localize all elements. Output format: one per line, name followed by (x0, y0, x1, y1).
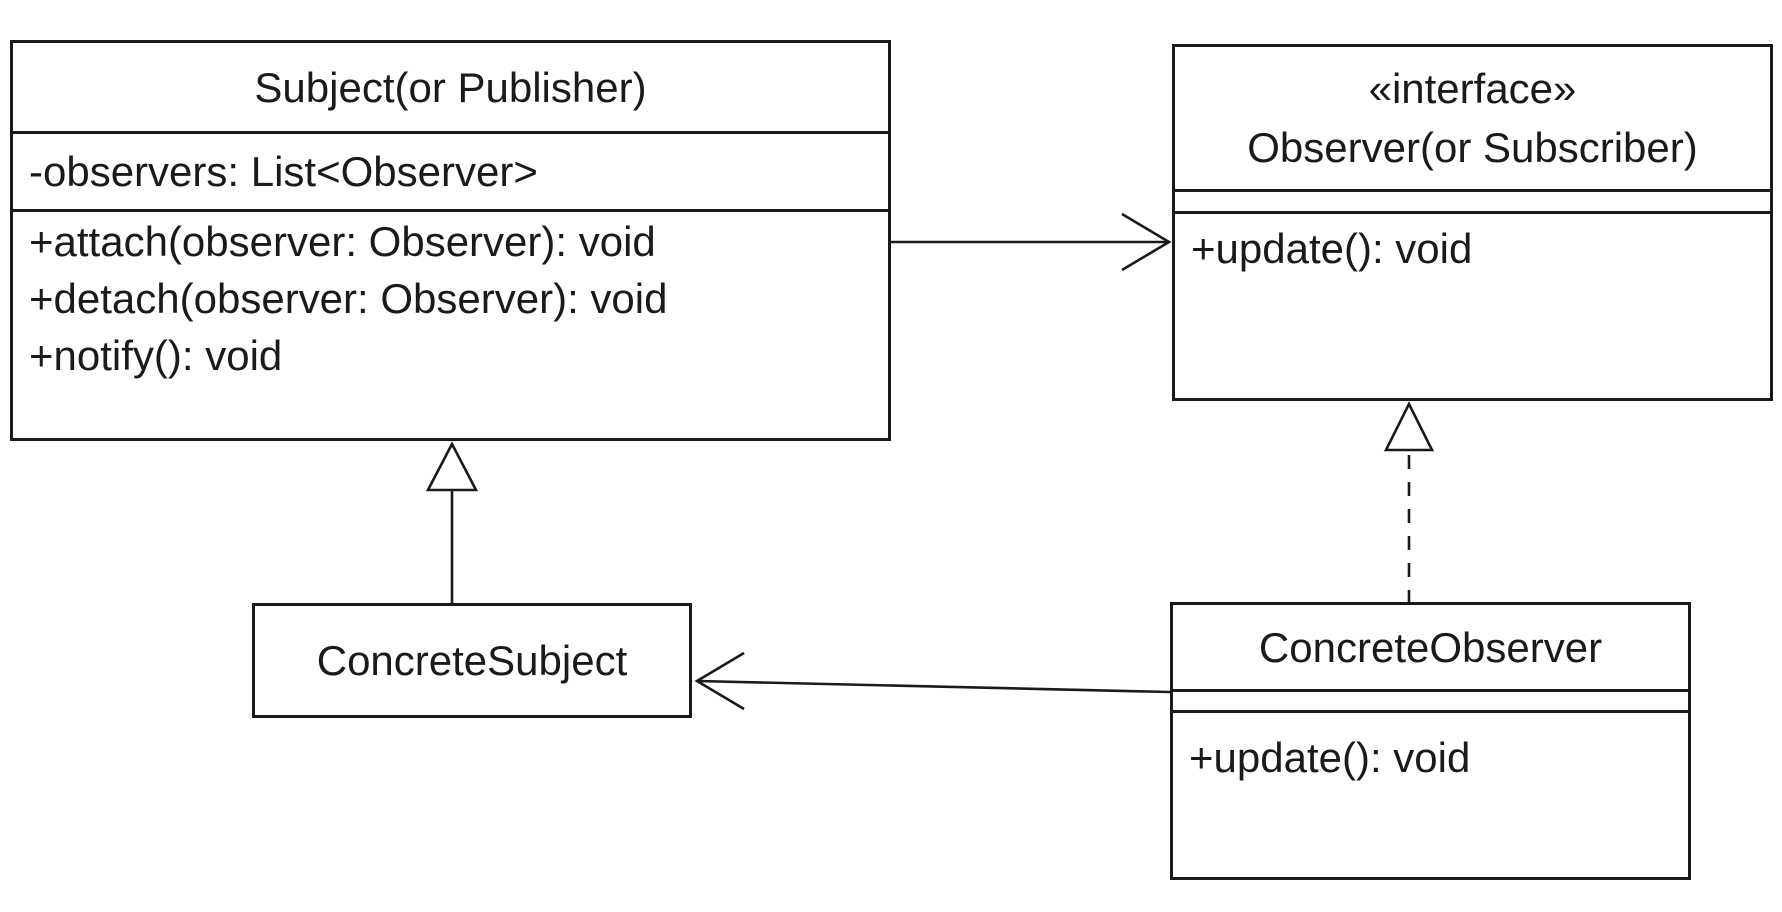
class-attributes-compartment (1175, 189, 1770, 211)
class-title: ConcreteSubject (316, 637, 628, 684)
class-title: ConcreteObserver (1258, 623, 1603, 671)
class-stereotype: «interface» (1368, 65, 1577, 112)
class-methods-compartment: +update(): void (1175, 211, 1770, 398)
class-title: «interface» Observer(or Subscriber) (1175, 47, 1770, 189)
generalization-concretesubject-to-subject (425, 441, 479, 604)
class-box-concrete-observer: ConcreteObserver +update(): void (1170, 602, 1691, 880)
method-item: +update(): void (1191, 225, 1473, 272)
association-concreteobserver-to-concretesubject (694, 651, 1171, 711)
association-subject-to-observer (891, 212, 1172, 272)
class-box-subject: Subject(or Publisher) -observers: List<O… (10, 40, 891, 441)
class-methods-compartment: +update(): void (1173, 710, 1688, 877)
class-name: Observer(or Subscriber) (1247, 124, 1698, 171)
hollow-triangle-icon (1383, 401, 1435, 452)
method-item: +update(): void (1189, 734, 1471, 781)
class-box-concrete-subject: ConcreteSubject (252, 603, 692, 718)
open-arrowhead-icon (694, 651, 745, 711)
hollow-triangle-icon (425, 441, 479, 492)
open-arrowhead-icon (1121, 212, 1172, 272)
class-attributes-compartment: -observers: List<Observer> (13, 131, 888, 209)
method-item: +attach(observer: Observer): void (29, 218, 656, 265)
realization-concreteobserver-to-observer (1383, 401, 1435, 604)
method-item: +detach(observer: Observer): void (29, 275, 668, 322)
attribute-item: -observers: List<Observer> (29, 148, 538, 195)
class-title: Subject(or Publisher) (254, 63, 647, 111)
class-box-observer: «interface» Observer(or Subscriber) +upd… (1172, 44, 1773, 401)
method-item: +notify(): void (29, 332, 283, 379)
class-attributes-compartment (1173, 689, 1688, 710)
class-methods-compartment: +attach(observer: Observer): void +detac… (13, 209, 888, 438)
